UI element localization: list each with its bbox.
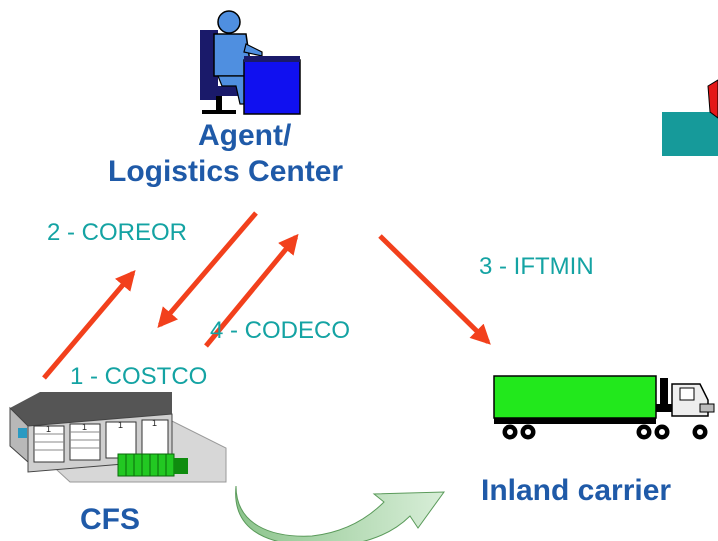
agent-icon: [200, 10, 301, 115]
door-number: 1: [152, 418, 158, 428]
arrow-codeco: [204, 233, 299, 348]
partial-icon-right: [662, 79, 718, 156]
arrow-coreor: [157, 211, 258, 329]
agent-title-line2: Logistics Center: [108, 155, 344, 188]
message-costco: 1 - COSTCO: [70, 363, 208, 390]
door-number: 1: [82, 422, 88, 432]
carrier-title: Inland carrier: [481, 474, 672, 507]
agent-title-line1: Agent/: [198, 119, 292, 152]
warehouse-icon: [9, 392, 227, 483]
cfs-title: CFS: [80, 503, 140, 536]
arrow-costco: [42, 269, 136, 380]
arrow-iftmin: [378, 234, 491, 345]
message-codeco: 4 - CODECO: [210, 317, 351, 344]
message-coreor: 2 - COREOR: [47, 219, 188, 246]
message-iftmin: 3 - IFTMIN: [479, 253, 594, 280]
door-number: 1: [46, 424, 52, 434]
curved-arrow-icon: [235, 485, 445, 541]
truck-icon: [493, 375, 715, 440]
door-number: 1: [118, 420, 124, 430]
